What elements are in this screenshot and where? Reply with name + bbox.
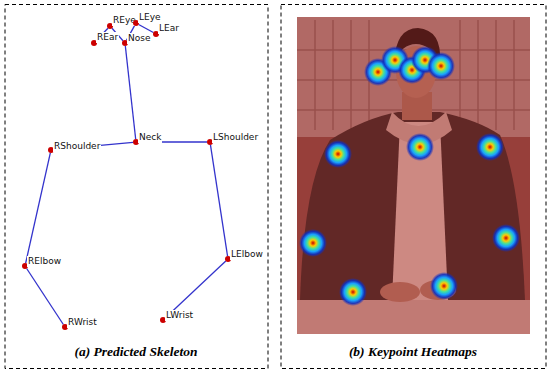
heatmap-blob [476,133,504,161]
heatmap-blob [492,224,520,252]
keypoint-dot: RShoulder [48,147,54,153]
keypoint-dot: LElbow [225,256,231,262]
heatmap-blob [299,229,327,257]
heatmap-blob [427,52,455,80]
heatmap-blob [339,278,367,306]
keypoint-dot: LWrist [160,317,166,323]
skeleton-limb [125,46,135,139]
heatmap-blob [324,140,352,168]
panel-border [5,5,268,369]
keypoint-dot: REar [91,40,97,46]
keypoint-dot: LShoulder [207,139,213,145]
heatmap-blob [406,133,434,161]
skeleton-limb [26,153,51,263]
keypoint-label: LEye [138,12,162,23]
panel-caption: (b) Keypoint Heatmaps [349,344,477,360]
keypoint-label: LElbow [230,249,264,260]
keypoint-label: LEar [158,23,180,34]
skeleton-limb [210,145,227,256]
keypoint-label: RShoulder [53,141,101,152]
keypoint-label: Nose [127,33,151,44]
photo [297,17,530,334]
heatmap-blob [430,272,458,300]
keypoint-dot: RWrist [62,324,68,330]
keypoint-label: RElbow [27,256,62,267]
skeleton-limb [139,24,154,32]
heatmap-overlay [297,17,530,334]
keypoint-dot: LEye [133,20,139,26]
skeleton-limb [27,269,64,325]
panel-caption: (a) Predicted Skeleton [75,344,198,360]
keypoint-label: LWrist [165,310,194,321]
keypoint-dot: REye [107,23,113,29]
keypoint-dot: Nose [122,40,128,46]
keypoint-label: Neck [138,132,162,143]
keypoint-label: LShoulder [212,132,259,143]
keypoint-label: REar [96,32,119,43]
keypoint-label: RWrist [67,317,98,328]
keypoint-dot: LEar [153,31,159,37]
keypoint-dot: RElbow [22,263,28,269]
photo-ground [297,17,530,334]
keypoint-dot: Neck [133,139,139,145]
panel-border [281,5,546,369]
heatmap-blobs [299,46,520,306]
